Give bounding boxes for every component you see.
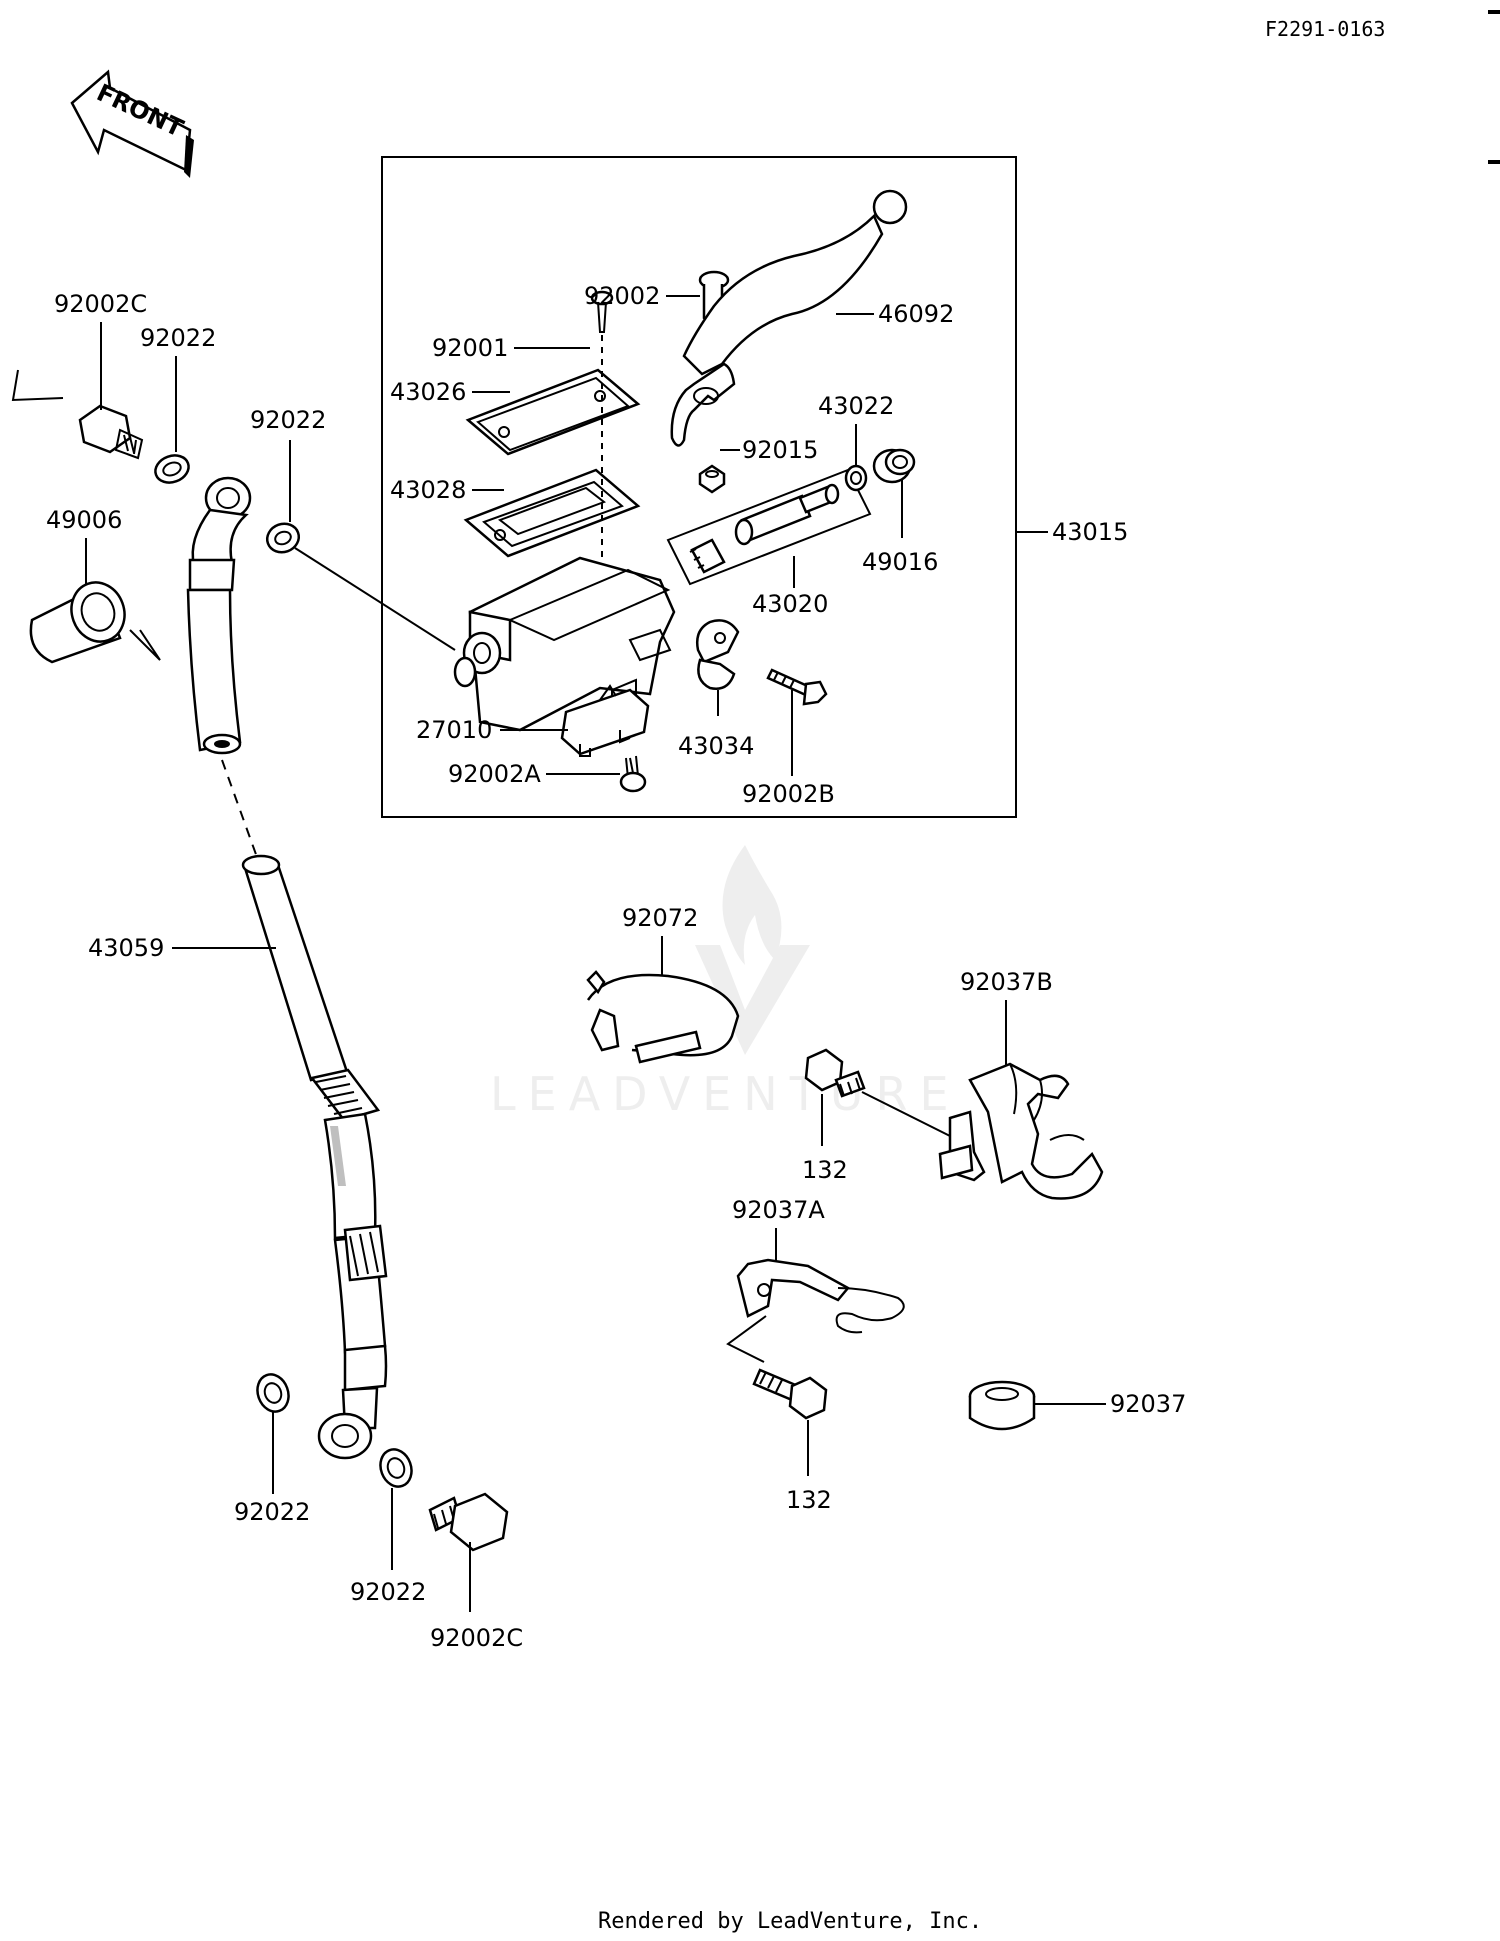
washer-92022-bottom-b-hole: [386, 1457, 406, 1479]
label-92037B: 92037B: [960, 968, 1053, 996]
washer-92022-bottom-a-hole: [263, 1382, 283, 1404]
label-92002B: 92002B: [742, 780, 835, 808]
leader-49006-a: [11, 369, 64, 402]
washer-92022-mid-hole: [274, 530, 292, 546]
leader-49006-b: [129, 629, 161, 661]
watermark-flame-icon: [722, 845, 782, 965]
watermark-text: LEADVENTURE: [490, 1067, 961, 1121]
front-arrow-icon: FRONT: [70, 69, 194, 178]
leader-hose-dash: [221, 759, 259, 861]
washer-92022-top-hole: [162, 461, 182, 477]
edge-mark-mid: [1488, 160, 1500, 164]
footer-credit: Rendered by LeadVenture, Inc.: [598, 1909, 982, 1934]
label-92022-b: 92022: [250, 406, 326, 434]
label-92002: 92002: [584, 282, 660, 310]
label-49006: 49006: [46, 506, 122, 534]
circlip-43022: [844, 464, 868, 492]
label-43059: 43059: [88, 934, 164, 962]
brake-hose-43059: [241, 854, 388, 1460]
label-92072: 92072: [622, 904, 698, 932]
bolt-132-lower: [752, 1368, 828, 1420]
label-49016: 49016: [862, 548, 938, 576]
edge-mark-top: [1488, 10, 1500, 14]
leader-washer-to-cylinder: [294, 547, 456, 651]
clamp-92072: [586, 970, 740, 1064]
label-92037: 92037: [1110, 1390, 1186, 1418]
label-43026: 43026: [390, 378, 466, 406]
diaphragm-43028: [463, 468, 641, 558]
screw-92002A: [619, 755, 647, 793]
brake-hose-upper: [186, 476, 252, 755]
reservoir-cap-43026: [465, 368, 641, 456]
washer-92022-top: [154, 454, 190, 484]
washer-92022-bottom-b: [379, 1448, 413, 1488]
label-92015: 92015: [742, 436, 818, 464]
label-43015: 43015: [1052, 518, 1128, 546]
label-46092: 46092: [878, 300, 954, 328]
master-cylinder-assembly-box: [381, 156, 1017, 818]
brake-lever-46092: [670, 189, 908, 447]
bracket-92037B: [938, 1062, 1104, 1200]
label-92037A: 92037A: [732, 1196, 825, 1224]
label-92001: 92001: [432, 334, 508, 362]
bleeder-cap: [29, 581, 126, 664]
label-92022-d: 92022: [350, 1578, 426, 1606]
washer-92022-bottom-a: [256, 1373, 290, 1413]
bolt-132-upper: [804, 1048, 866, 1098]
bolt-92002B: [766, 668, 828, 706]
watermark-v-icon: [695, 945, 810, 1055]
label-43020: 43020: [752, 590, 828, 618]
label-92002A: 92002A: [448, 760, 541, 788]
banjo-bolt-top: [78, 404, 144, 460]
label-43028: 43028: [390, 476, 466, 504]
callouts: 92002C 92022 92022 49006 92002 46092 920…: [46, 282, 1186, 1652]
label-92022-a: 92022: [140, 324, 216, 352]
leader-92037A-to-bolt: [726, 1315, 767, 1363]
bracket-92037A: [736, 1258, 905, 1334]
label-43022: 43022: [818, 392, 894, 420]
leader-bolt132-to-bracket: [861, 1091, 959, 1141]
label-132-a: 132: [802, 1156, 848, 1184]
watermark: LEADVENTURE: [490, 845, 961, 1121]
piston-kit-43020: [666, 468, 872, 586]
dust-boot-49016: [872, 448, 916, 484]
label-132-b: 132: [786, 1486, 832, 1514]
screw-92001: [590, 290, 614, 333]
brake-switch-27010: [560, 684, 650, 757]
holder-43034: [696, 619, 740, 690]
label-92022-c: 92022: [234, 1498, 310, 1526]
nut-92015: [698, 464, 726, 494]
master-cylinder-body: [453, 556, 676, 732]
label-27010: 27010: [416, 716, 492, 744]
label-92002C-bottom: 92002C: [430, 1624, 523, 1652]
label-92002C-top: 92002C: [54, 290, 147, 318]
grommet-92037: [968, 1380, 1036, 1431]
washer-92022-mid: [265, 522, 301, 554]
label-43034: 43034: [678, 732, 754, 760]
diagram-code: F2291-0163: [1265, 17, 1385, 41]
banjo-bolt-bottom: [428, 1492, 509, 1552]
